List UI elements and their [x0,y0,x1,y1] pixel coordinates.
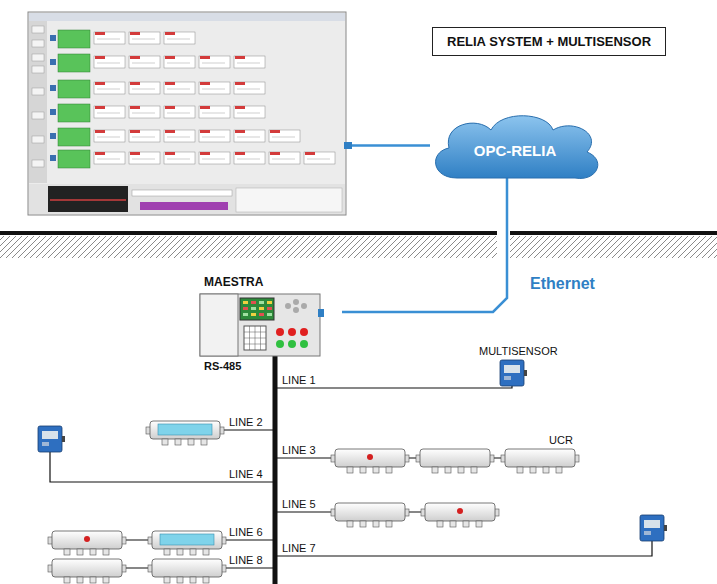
line-label: LINE 6 [228,526,264,539]
line-label: UCR [548,434,574,447]
line-cable [50,452,275,482]
multisensor-device [640,515,667,541]
device-name: MAESTRA [198,272,342,289]
edge-label: Ethernet [529,274,596,293]
ucr-device [331,449,409,473]
controller-device: MAESTRA [198,272,342,358]
rs485-bus [273,356,278,584]
wall-hatch [510,236,717,258]
ucr-device [421,503,499,527]
line-label: LINE 8 [228,554,264,567]
ethernet-link [342,178,507,312]
wall-line [0,231,497,235]
ucr-device [416,449,494,473]
wall-hatch [0,236,497,258]
line-label: LINE 3 [281,444,317,457]
network-cloud: OPC-RELIA [425,108,605,184]
screen-capture [28,12,352,215]
ucr-device [48,531,126,555]
line-label: LINE 4 [228,468,264,481]
title-box: RELIA SYSTEM + MULTISENSOR [432,27,666,56]
network-cable [352,144,430,147]
line-cable [275,541,652,556]
line-label: LINE 7 [281,542,317,555]
ucr-device [148,559,226,583]
multisensor-device [38,426,65,452]
multisensor-device [500,360,527,386]
ucr-device [331,503,409,527]
wall-line [510,231,717,235]
line-label: MULTISENSOR [478,345,559,358]
cloud-label: OPC-RELIA [474,142,557,159]
line-label: RS-485 [203,360,242,373]
ucr-device [148,531,226,555]
ucr-device [48,559,126,583]
line-label: LINE 5 [281,498,317,511]
ucr-device [501,449,579,473]
ucr-device [146,421,224,445]
line-label: LINE 1 [281,374,317,387]
line-label: LINE 2 [228,416,264,429]
line-cable [222,429,275,430]
